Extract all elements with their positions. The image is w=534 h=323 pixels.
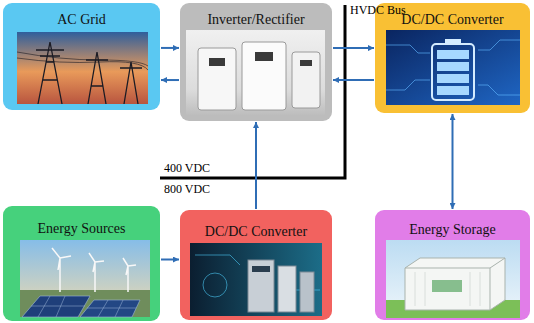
flow-arrow xyxy=(255,122,257,209)
node-title: Energy Sources xyxy=(3,221,160,237)
flow-arrow xyxy=(161,47,179,49)
flow-arrow xyxy=(333,47,374,49)
bus-label: 400 VDC xyxy=(164,161,210,175)
bus-wire xyxy=(160,5,345,178)
inverter-photo xyxy=(186,30,325,115)
bus-label: 800 VDC xyxy=(164,182,210,196)
circuit-photo xyxy=(386,30,520,105)
converter-photo xyxy=(190,243,322,316)
bus-label-holder: 800 VDC xyxy=(164,182,210,196)
bus-label-holder: 400 VDC xyxy=(164,161,210,175)
flow-arrow xyxy=(161,259,179,261)
flow-arrow xyxy=(333,79,374,81)
node-title: DC/DC Converter xyxy=(180,224,332,240)
grid-photo xyxy=(17,32,148,104)
renewables-photo xyxy=(20,240,150,317)
storage-photo xyxy=(386,240,520,318)
flow-arrow xyxy=(161,79,179,81)
node-title: Inverter/Rectifier xyxy=(180,12,332,28)
bus-label-holder: HVDC Bus xyxy=(350,3,406,17)
flow-arrow xyxy=(452,114,454,209)
node-title: Energy Storage xyxy=(375,222,530,238)
bus-label: HVDC Bus xyxy=(350,3,406,17)
node-title: AC Grid xyxy=(3,12,160,28)
